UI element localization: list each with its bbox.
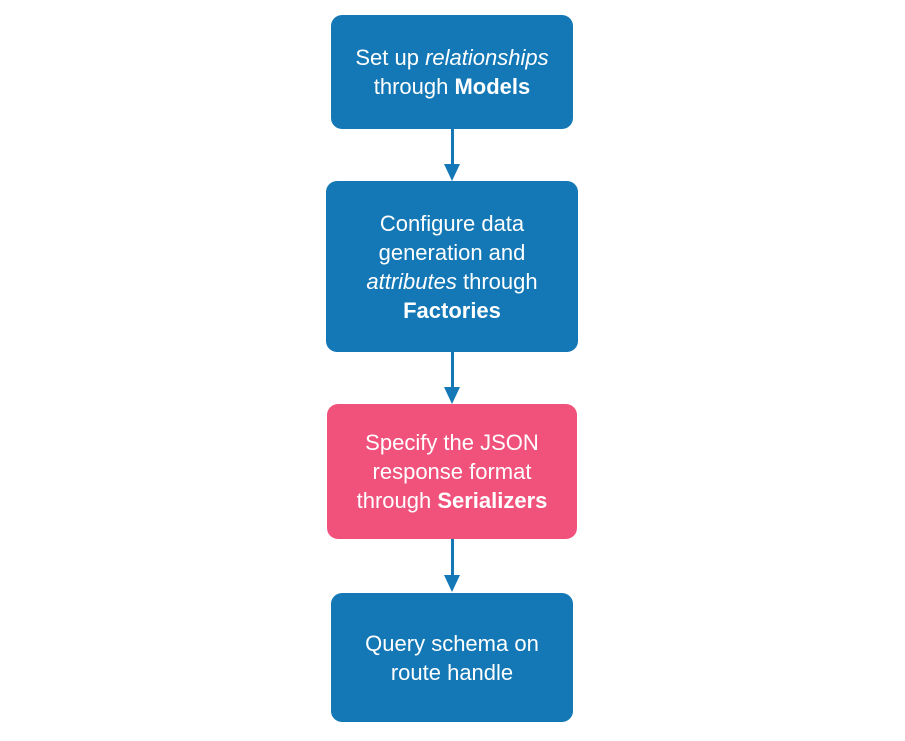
text-segment: Serializers — [437, 488, 548, 513]
arrow-head-icon — [444, 164, 460, 181]
arrow-head-icon — [444, 387, 460, 404]
text-line: Query schema on — [331, 629, 573, 658]
text-line: through Models — [331, 72, 573, 101]
text-line: generation and — [326, 238, 578, 267]
flow-arrow — [444, 352, 460, 404]
flow-node-route-handle: Query schema on route handle — [331, 593, 573, 722]
flow-node-serializers: Specify the JSON response format through… — [327, 404, 577, 539]
node-label: Query schema on route handle — [331, 629, 573, 687]
text-line: attributes through — [326, 267, 578, 296]
text-line: through Serializers — [327, 486, 577, 515]
text-line: route handle — [331, 658, 573, 687]
text-segment: attributes — [366, 268, 457, 294]
text-line: Set up relationships — [331, 43, 573, 72]
flow-arrow — [444, 129, 460, 181]
text-line: Specify the JSON — [327, 428, 577, 457]
node-label: Set up relationships through Models — [331, 43, 573, 101]
text-line: response format — [327, 457, 577, 486]
flow-node-factories: Configure data generation and attributes… — [326, 181, 578, 352]
text-segment: Query schema on — [365, 630, 539, 656]
text-segment: Configure data — [379, 210, 525, 236]
text-line: Configure data — [326, 209, 578, 238]
arrow-head-icon — [444, 575, 460, 592]
text-segment: relationships — [425, 45, 549, 70]
text-segment: through — [456, 268, 538, 294]
flow-node-models: Set up relationships through Models — [331, 15, 573, 129]
text-segment: Set up — [355, 45, 426, 70]
arrow-shaft — [450, 539, 454, 575]
arrow-shaft — [450, 129, 454, 164]
arrow-shaft — [450, 352, 454, 387]
text-segment: through — [373, 74, 455, 99]
text-segment: response format — [372, 459, 532, 484]
node-label: Specify the JSON response format through… — [327, 428, 577, 515]
text-segment: Specify the JSON — [365, 430, 539, 455]
text-segment: through — [356, 488, 438, 513]
text-segment: generation and — [378, 239, 526, 265]
node-label: Configure data generation and attributes… — [326, 209, 578, 325]
flow-arrow — [444, 539, 460, 592]
text-segment: Models — [454, 74, 531, 99]
text-line: Factories — [326, 296, 578, 325]
text-segment: route handle — [390, 659, 514, 685]
text-segment: Factories — [403, 297, 501, 323]
